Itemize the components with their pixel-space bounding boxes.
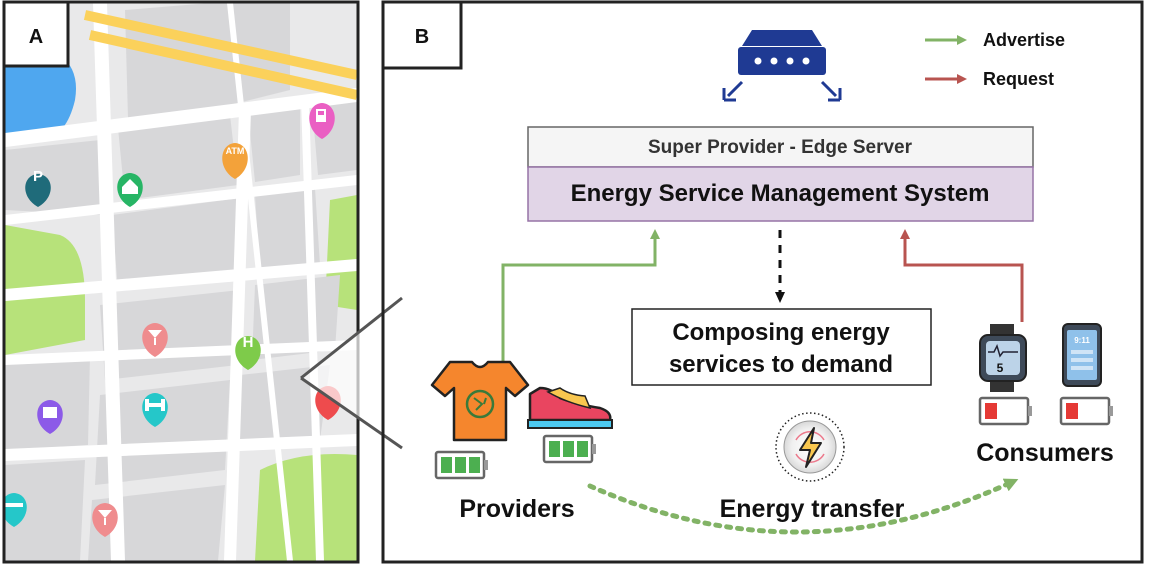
city-map: P ATM [1,3,357,561]
legend-request-label: Request [983,69,1054,89]
atm-pin-icon[interactable]: ATM [222,143,248,179]
smartwatch-icon: 5 [979,324,1027,392]
bar-pin-icon[interactable] [142,323,168,357]
home-pin-icon[interactable] [117,173,143,207]
phone-display: 9:11 [1074,336,1090,345]
parking-pin-label: P [33,168,43,185]
shop-pin-icon[interactable] [37,400,63,434]
ems-box [527,166,1034,222]
parking-pin-icon[interactable]: P [25,168,51,207]
request-arrow [900,229,1024,322]
edge-server-box: Super Provider - Edge Server Energy Serv… [527,126,1034,222]
hospital-pin-icon[interactable]: H [235,334,261,370]
lake-area [5,55,76,140]
map-pins: P ATM [1,103,341,537]
panel-a-frame [2,0,360,564]
panel-b-label-box [381,0,463,70]
tshirt-icon [430,360,530,442]
composing-box: Composing energy services to demand [631,308,932,386]
providers-label: Providers [459,495,574,523]
watch-display: 5 [997,361,1004,375]
smartphone-icon: 9:11 [1062,323,1102,387]
panel-a-label: A [29,26,43,48]
battery-full-icon [434,450,488,480]
city-blocks [5,3,357,561]
energy-transfer-label: Energy transfer [720,495,905,523]
panel-a: P ATM [1,0,360,564]
battery-full-icon-2 [542,434,596,464]
bar-pin-icon-2[interactable] [92,503,118,537]
panel-a-label-box [2,0,70,68]
panel-b-label: B [415,26,429,48]
panel-b-frame [381,0,1144,564]
zoom-connector [300,296,403,450]
legend: Advertise Request [925,30,1065,89]
gym-pin-icon-2[interactable] [1,493,27,527]
roads [5,3,357,561]
battery-low-icon [978,396,1032,426]
avenues [83,10,357,100]
atm-pin-label: ATM [226,146,245,156]
advertise-arrow [501,229,660,383]
battery-low-icon-2 [1059,396,1113,426]
edge-server-title: Super Provider - Edge Server [648,137,913,158]
panel-b: B Advertise Request Super Provider - Edg… [381,0,1144,564]
ems-label: Energy Service Management System [571,180,990,207]
consumers-label: Consumers [976,439,1114,467]
park-area [255,454,357,561]
hospital-pin-label: H [243,334,254,351]
sneaker-icon [527,386,613,429]
energy-transfer-arrow [587,478,1019,535]
composing-line-2: services to demand [669,351,893,378]
fuel-pin-icon[interactable] [309,103,335,139]
legend-advertise-label: Advertise [983,30,1065,50]
lightning-icon [775,412,845,482]
router-icon [722,30,842,102]
composing-line-1: Composing energy [672,319,890,346]
gym-pin-icon[interactable] [142,393,168,427]
